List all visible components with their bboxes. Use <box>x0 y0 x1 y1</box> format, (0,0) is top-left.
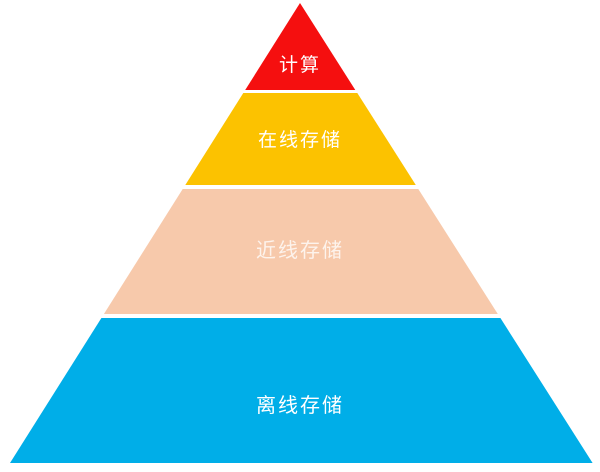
pyramid-tier-online-storage[interactable] <box>185 93 416 185</box>
pyramid-tier-nearline-storage[interactable] <box>103 189 498 314</box>
pyramid-tier-compute[interactable] <box>245 3 356 90</box>
pyramid-tier-offline-storage[interactable] <box>10 318 593 463</box>
